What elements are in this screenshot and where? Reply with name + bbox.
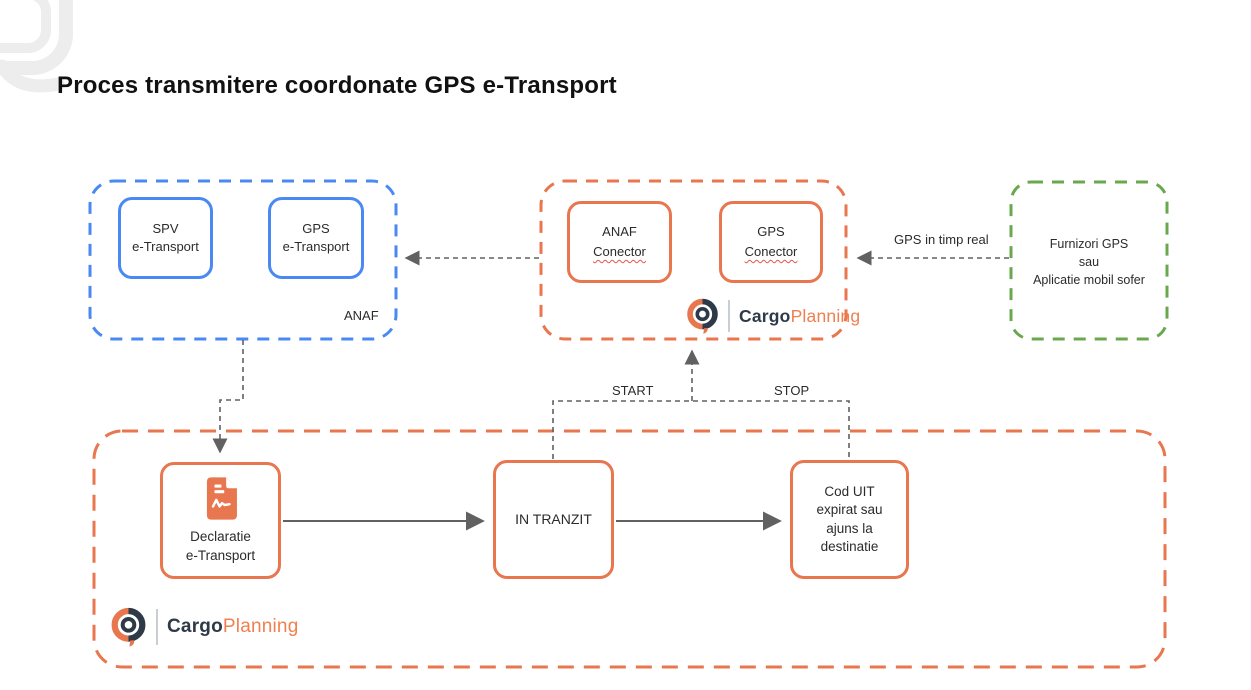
node-spv-etransport-label: SPV e-Transport [132, 221, 199, 254]
cargoplanning-logo: CargoPlanning [686, 298, 860, 334]
stop-label: STOP [774, 383, 810, 398]
node-anaf-conector-line1: ANAF [602, 224, 637, 240]
start-label: START [612, 383, 654, 398]
cargoplanning-logo-icon [111, 607, 146, 647]
node-declaratie-etransport: Declaratie e-Transport [160, 462, 281, 579]
node-declaratie-label: Declaratie e-Transport [185, 529, 256, 563]
document-signature-icon [206, 477, 237, 520]
logo-planning-text: Planning [222, 616, 299, 637]
page-title: Proces transmitere coordonate GPS e-Tran… [57, 72, 617, 99]
cargoplanning-logo-bottom: CargoPlanning [110, 607, 298, 647]
node-in-tranzit: IN TRANZIT [493, 460, 614, 579]
gps-realtime-label: GPS in timp real [894, 232, 989, 247]
cargoplanning-wordmark: CargoPlanning [167, 616, 298, 638]
node-in-tranzit-label: IN TRANZIT [515, 511, 592, 528]
node-gps-etransport: GPS e-Transport [268, 197, 364, 279]
arrow-anaf-to-declaration [212, 340, 244, 454]
node-anaf-conector-line2: Conector [593, 244, 646, 259]
node-anaf-conector: ANAF Conector [567, 201, 672, 283]
node-gps-etransport-label: GPS e-Transport [282, 221, 350, 254]
watermark-logo-icon [0, 0, 73, 93]
node-gps-conector: GPS Conector [719, 201, 823, 283]
node-spv-etransport: SPV e-Transport [118, 197, 213, 279]
cargoplanning-logo-icon [687, 298, 718, 334]
cargoplanning-wordmark: CargoPlanning [739, 306, 860, 327]
anaf-group-label: ANAF [344, 308, 379, 323]
node-gps-conector-line1: GPS [757, 224, 785, 240]
start-stop-harness [552, 400, 850, 459]
node-gps-conector-line2: Conector [744, 244, 798, 259]
logo-divider [156, 609, 158, 645]
cargoplanning-group-border [539, 179, 848, 341]
logo-cargo-text: Cargo [167, 616, 223, 637]
logo-divider [728, 300, 730, 332]
logo-planning-text: Planning [790, 305, 861, 326]
node-furnizori-gps-label: Furnizori GPS sau Aplicatie mobil sofer [1033, 237, 1145, 288]
transport-flow-group-border [92, 429, 1167, 669]
anaf-group-border [88, 179, 398, 341]
node-cod-uit-label: Cod UIT expirat sau ajuns la destinatie [816, 484, 883, 554]
logo-cargo-text: Cargo [739, 305, 791, 326]
node-cod-uit: Cod UIT expirat sau ajuns la destinatie [790, 460, 909, 579]
